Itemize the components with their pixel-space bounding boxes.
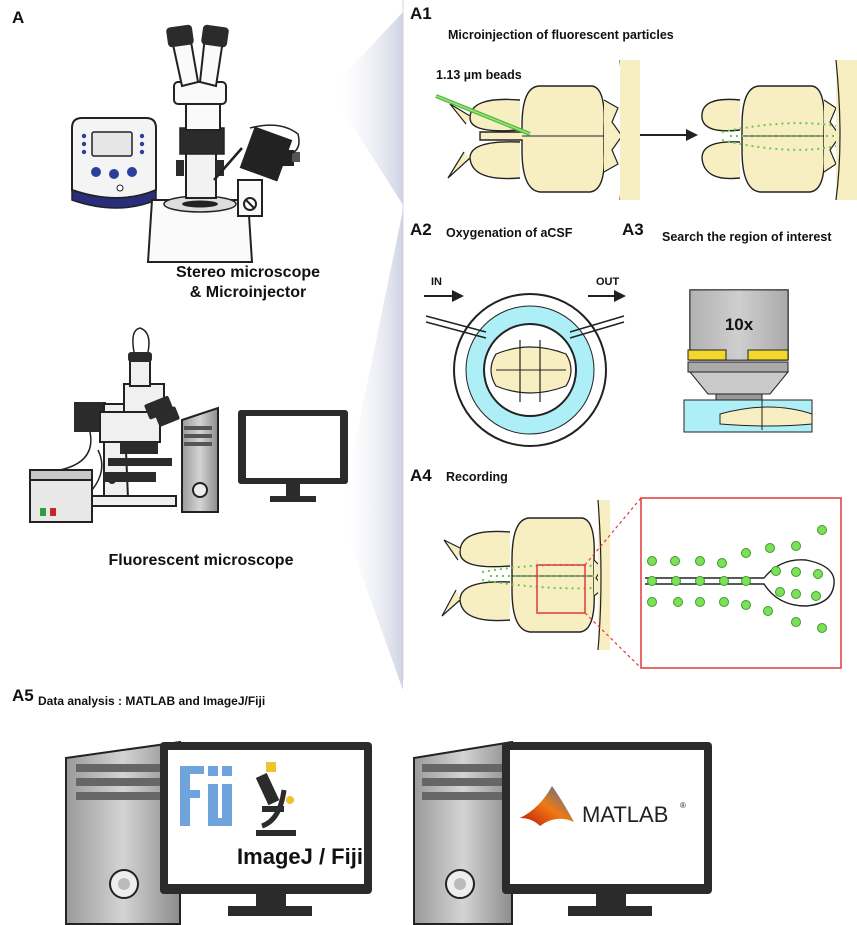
in-label: IN <box>431 276 442 288</box>
perfusion-chamber <box>424 290 626 447</box>
matlab-label: MATLAB <box>582 802 668 827</box>
matlab-registered-mark: ® <box>680 801 686 810</box>
panel-a3-letter: A3 <box>622 220 644 239</box>
matlab-logo-icon <box>520 786 574 826</box>
panel-a4-title: Recording <box>446 470 508 484</box>
imagej-label: ImageJ / Fiji <box>237 844 363 869</box>
arrow-a1 <box>640 129 698 141</box>
imagej-microscope-icon <box>255 762 296 836</box>
beads-label: 1.13 µm beads <box>436 68 522 82</box>
panel-a3-title: Search the region of interest <box>662 230 832 244</box>
panel-a1-title: Microinjection of fluorescent particles <box>448 28 674 42</box>
panel-a5-title: Data analysis : MATLAB and ImageJ/Fiji <box>38 694 266 708</box>
fluorescent-microscope-icon <box>29 327 180 523</box>
brain-dorsal-a1-right <box>701 59 857 201</box>
objective-label: 10x <box>725 315 754 334</box>
computer-matlab <box>413 740 712 925</box>
microinjector-box <box>71 117 157 199</box>
panel-a2-letter: A2 <box>410 220 432 239</box>
roi-box <box>536 564 586 614</box>
panel-a5-letter: A5 <box>12 686 34 705</box>
stereo-caption-line1: Stereo microscope <box>175 264 321 281</box>
fan-stereo <box>330 12 403 205</box>
out-label: OUT <box>596 276 620 288</box>
stereo-microscope-icon <box>71 24 300 263</box>
zoomed-recording-view <box>640 497 842 669</box>
panel-a1-letter: A1 <box>410 4 432 23</box>
fiji-logo-icon <box>180 766 232 826</box>
panel-a-letter: A <box>12 8 25 27</box>
objective-lens <box>683 289 813 433</box>
computer-imagej <box>65 740 372 925</box>
fluor-caption: Fluorescent microscope <box>108 552 294 569</box>
brain-dorsal-a4 <box>441 497 642 669</box>
computer-icon <box>181 406 348 513</box>
brain-dorsal-a1-left <box>447 59 640 201</box>
fan-fluorescent <box>340 210 403 690</box>
panel-a4-letter: A4 <box>410 466 432 485</box>
stereo-caption-line2: & Microinjector <box>189 284 307 301</box>
panel-a2-title: Oxygenation of aCSF <box>446 226 573 240</box>
